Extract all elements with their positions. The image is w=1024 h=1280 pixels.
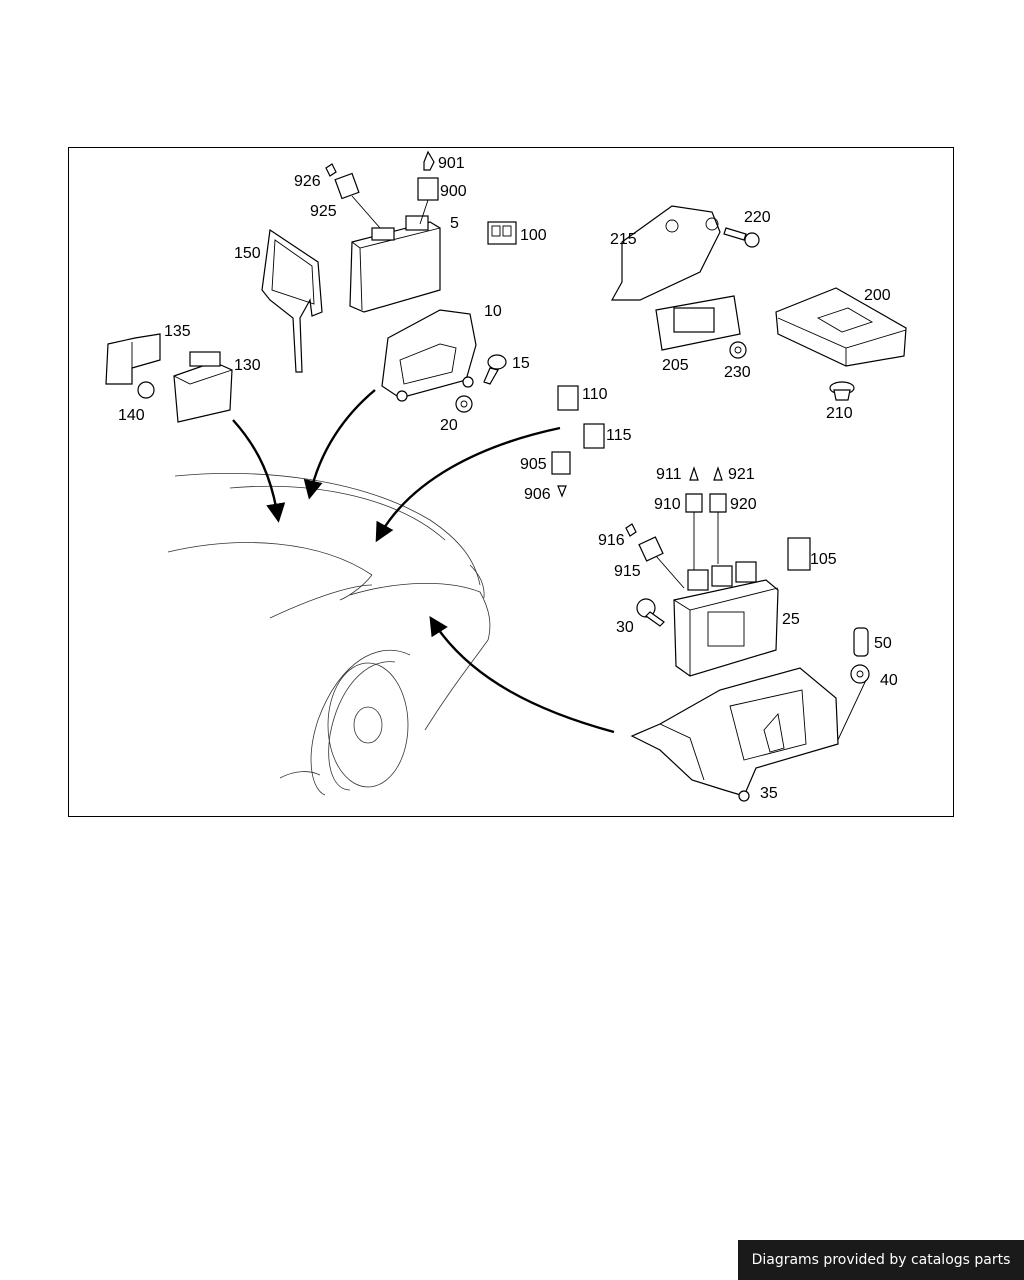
part-205-module xyxy=(655,295,741,351)
callout-35: 35 xyxy=(760,785,778,802)
part-25-control-unit xyxy=(673,561,779,677)
connectors-900-901 xyxy=(417,150,439,225)
part-130-module xyxy=(173,351,233,423)
footer-attribution: Diagrams provided by catalogs parts xyxy=(738,1240,1024,1280)
callout-215: 215 xyxy=(610,231,637,248)
part-220-screw xyxy=(723,227,760,248)
callout-200: 200 xyxy=(864,287,891,304)
callout-920: 920 xyxy=(730,496,757,513)
connectors-905-906 xyxy=(551,451,571,498)
connectors-915-916 xyxy=(625,523,685,589)
callout-110: 110 xyxy=(582,386,608,403)
callout-911: 911 xyxy=(656,466,682,483)
part-135-bracket xyxy=(105,333,161,385)
part-230-nut xyxy=(729,341,747,359)
callout-100: 100 xyxy=(520,227,547,244)
callout-15: 15 xyxy=(512,355,530,372)
callout-230: 230 xyxy=(724,364,751,381)
part-20-nut xyxy=(455,395,473,413)
part-30-screw xyxy=(636,598,665,627)
part-15-bolt xyxy=(483,354,507,385)
callout-50: 50 xyxy=(874,635,892,652)
part-200-control-unit xyxy=(775,287,907,367)
callout-915: 915 xyxy=(614,563,641,580)
connectors-910-911 xyxy=(685,466,703,570)
callout-25: 25 xyxy=(782,611,800,628)
vehicle-outline xyxy=(167,473,491,796)
callout-140: 140 xyxy=(118,407,145,424)
part-215-bracket xyxy=(610,205,721,301)
connectors-925-926 xyxy=(325,163,381,229)
part-140-nut xyxy=(137,381,155,399)
callout-20: 20 xyxy=(440,417,458,434)
diagram-frame xyxy=(68,147,954,817)
callout-105: 105 xyxy=(810,551,837,568)
callout-925: 925 xyxy=(310,203,337,220)
callout-910: 910 xyxy=(654,496,681,513)
part-10-mount-bracket xyxy=(381,309,477,402)
callout-905: 905 xyxy=(520,456,547,473)
callout-220: 220 xyxy=(744,209,771,226)
connectors-920-921 xyxy=(709,466,727,564)
callout-906: 906 xyxy=(524,486,551,503)
callout-210: 210 xyxy=(826,405,853,422)
callout-921: 921 xyxy=(728,466,755,483)
part-150-bracket xyxy=(261,228,323,373)
callout-130: 130 xyxy=(234,357,261,374)
callout-205: 205 xyxy=(662,357,689,374)
part-115-relay xyxy=(583,423,605,449)
callout-926: 926 xyxy=(294,173,321,190)
callout-30: 30 xyxy=(616,619,634,636)
part-5-control-unit xyxy=(349,215,441,313)
assembly-arrows xyxy=(232,389,615,734)
part-40-nut xyxy=(835,664,870,745)
callout-40: 40 xyxy=(880,672,898,689)
part-110-relay xyxy=(557,385,579,411)
callout-901: 901 xyxy=(438,155,465,172)
callout-900: 900 xyxy=(440,183,467,200)
callout-135: 135 xyxy=(164,323,191,340)
part-35-carrier xyxy=(630,667,839,802)
part-105-relay xyxy=(787,537,811,571)
part-100-relay xyxy=(487,221,517,245)
callout-115: 115 xyxy=(606,427,632,444)
callout-10: 10 xyxy=(484,303,502,320)
callout-150: 150 xyxy=(234,245,261,262)
callout-916: 916 xyxy=(598,532,625,549)
part-210-grommet xyxy=(829,381,855,401)
callout-labels: 926 925 901 900 5 100 150 10 15 20 135 1… xyxy=(118,155,898,802)
part-50-sleeve xyxy=(853,627,869,657)
callout-5: 5 xyxy=(450,215,459,232)
